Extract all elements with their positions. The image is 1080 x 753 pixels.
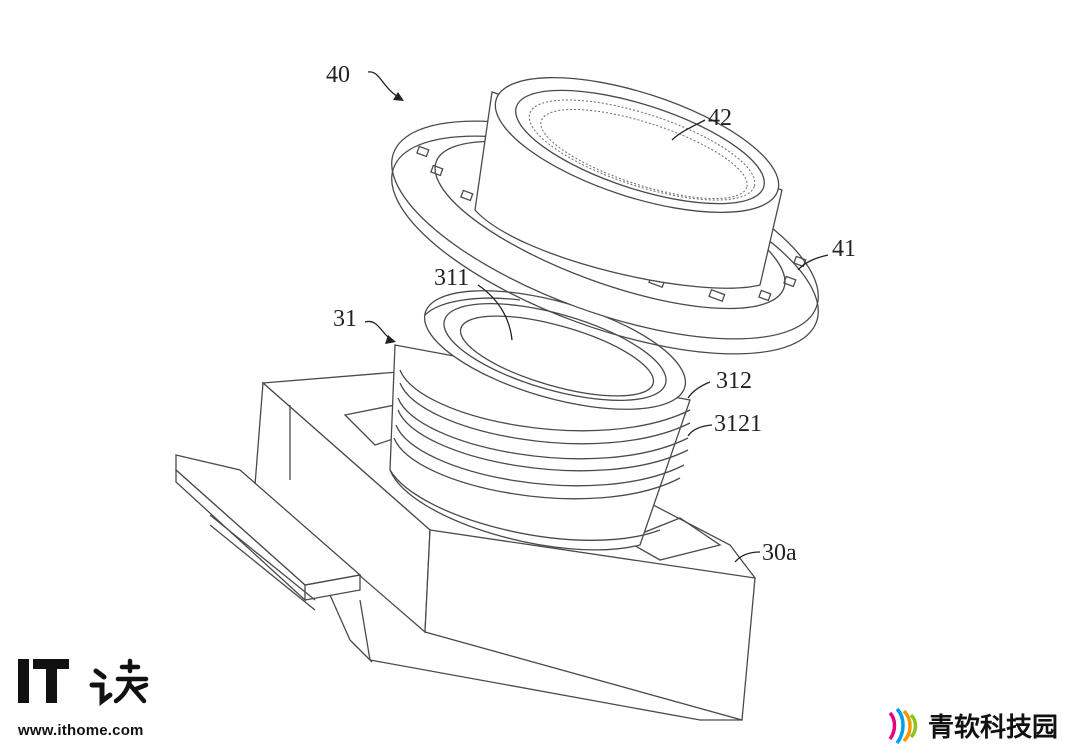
holder-40 [391,76,819,355]
leader-42 [671,119,706,141]
leader-312 [687,381,711,399]
leader-311 [477,284,513,341]
label-42: 42 [708,105,732,131]
flex-connector [175,454,362,641]
leader-41 [797,254,829,271]
qingruan-logo-icon [888,707,918,745]
label-40: 40 [326,62,350,88]
arrow-40 [393,92,404,101]
leader-30a [734,551,761,563]
ithome-logo [18,658,149,706]
qingruan-text: 青软科技园 [927,712,1058,743]
label-311: 311 [434,265,469,291]
arrow-31 [385,335,396,344]
leader-lines [364,71,829,563]
qingruan-watermark: 青软科技园 [886,704,1058,746]
ithome-url: www.ithome.com [18,722,144,739]
label-312: 312 [716,368,752,394]
leader-40 [367,71,401,99]
label-3121: 3121 [714,411,762,437]
label-31: 31 [333,306,357,332]
label-41: 41 [832,236,856,262]
lens-barrel-31 [389,290,691,551]
label-30a: 30a [762,540,797,566]
leader-3121 [687,424,713,437]
